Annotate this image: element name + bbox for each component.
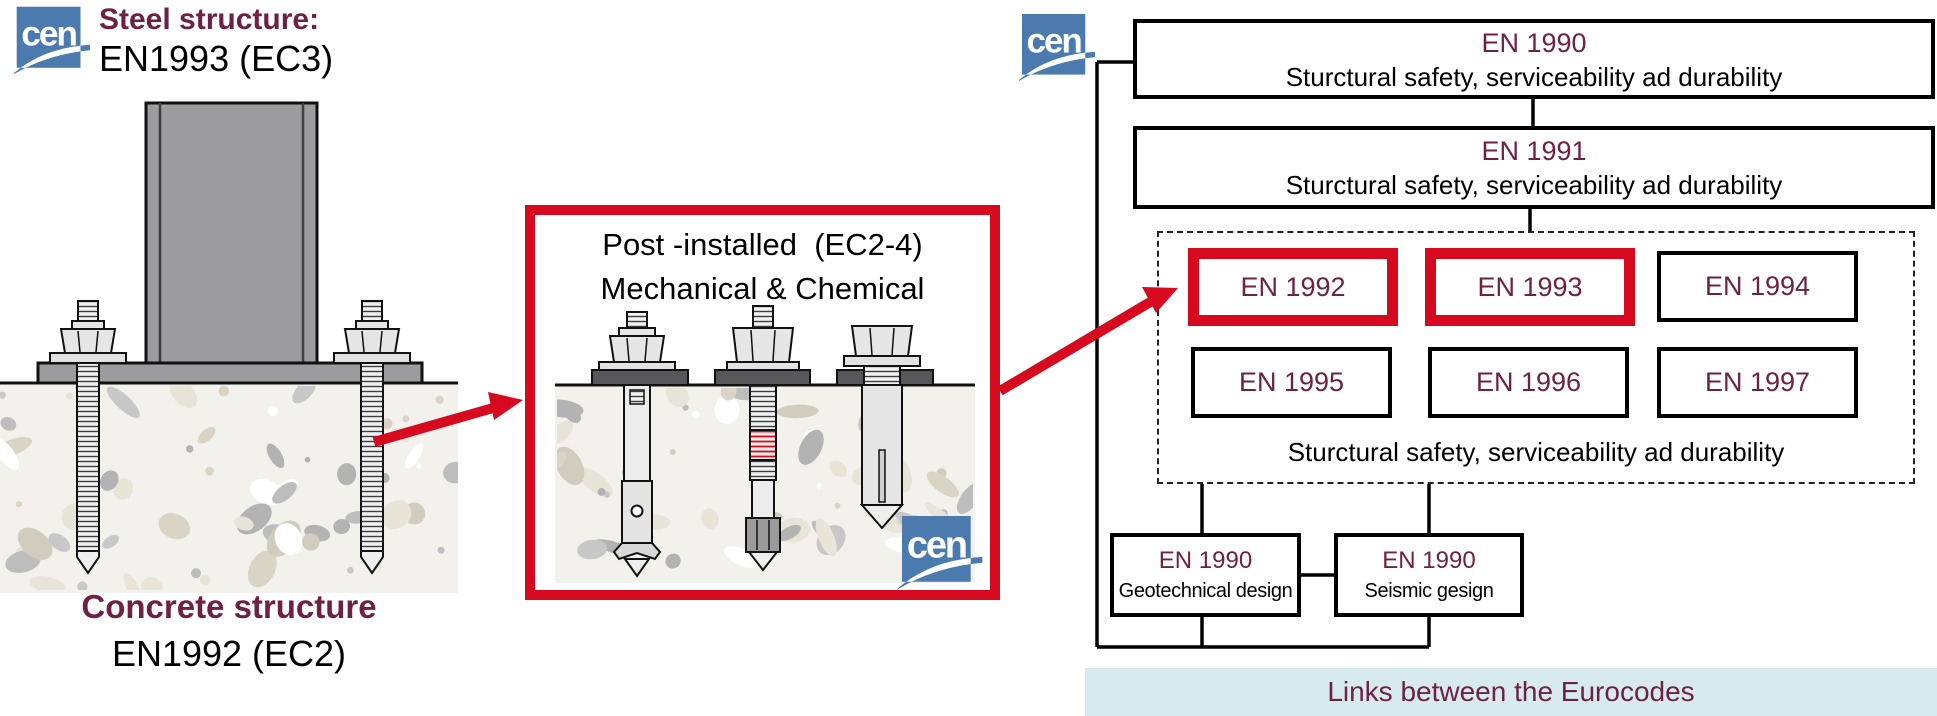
steel-column [144, 101, 319, 365]
flowchart-box-geotechnical: EN 1990 Geotechnical design [1110, 533, 1301, 617]
concrete-aggregate [0, 386, 458, 590]
anchor-bolt-left [49, 300, 127, 575]
post-installed-title: Post -installed (EC2-4) [602, 227, 923, 262]
cen-logo-text: cen [1027, 21, 1082, 60]
concrete-structure-code: EN1992 (EC2) [111, 633, 347, 674]
material-codes-group [1157, 231, 1915, 484]
geotechnical-desc: Geotechnical design [1118, 580, 1293, 602]
flowchart-box-en1992-highlighted: EN 1992 [1188, 248, 1398, 326]
steel-structure-code: EN1993 (EC3) [99, 38, 334, 79]
geotechnical-code: EN 1990 [1158, 547, 1253, 574]
cen-logo-text: cen [907, 525, 966, 567]
flowchart-box-en1994: EN 1994 [1657, 251, 1858, 322]
flowchart-box-en1991: EN 1991 Sturctural safety, serviceabilit… [1133, 126, 1935, 209]
footer-caption-bar: Links between the Eurocodes [1085, 668, 1937, 716]
en1990-code: EN 1990 [1481, 27, 1587, 58]
flowchart-box-seismic: EN 1990 Seismic gesign [1334, 533, 1524, 617]
material-codes-desc: Sturctural safety, serviceability ad dur… [1287, 437, 1785, 467]
cen-logo-text: cen [21, 14, 76, 53]
concrete-block [0, 383, 458, 593]
cen-logo: cen [14, 6, 90, 75]
seismic-desc: Seismic gesign [1364, 580, 1494, 602]
mechanical-anchor-3 [843, 325, 921, 530]
flowchart-box-en1995: EN 1995 [1191, 347, 1392, 418]
mechanical-anchor-1 [598, 311, 676, 578]
steel-structure-title: Steel structure: [99, 3, 320, 36]
en1991-desc: Sturctural safety, serviceability ad dur… [1285, 170, 1783, 200]
en1990-desc: Sturctural safety, serviceability ad dur… [1285, 61, 1783, 92]
mechanical-anchor-2 [726, 305, 800, 572]
cen-logo: cen [897, 516, 983, 590]
base-plate [36, 361, 424, 385]
flowchart-box-en1997: EN 1997 [1657, 347, 1858, 418]
cen-logo: cen [1019, 14, 1095, 82]
flowchart-box-en1990: EN 1990 Sturctural safety, serviceabilit… [1133, 19, 1935, 99]
concrete-structure-title: Concrete structure [81, 588, 377, 625]
arrow-postbox-to-en1992 [997, 287, 1178, 396]
flowchart-box-en1993-highlighted: EN 1993 [1425, 248, 1635, 326]
post-installed-subtitle: Mechanical & Chemical [600, 271, 925, 306]
footer-caption: Links between the Eurocodes [1327, 676, 1695, 707]
en1991-code: EN 1991 [1481, 136, 1587, 166]
steel-column-illustration [0, 101, 458, 593]
seismic-code: EN 1990 [1382, 547, 1476, 574]
flowchart-box-en1996: EN 1996 [1428, 347, 1629, 418]
